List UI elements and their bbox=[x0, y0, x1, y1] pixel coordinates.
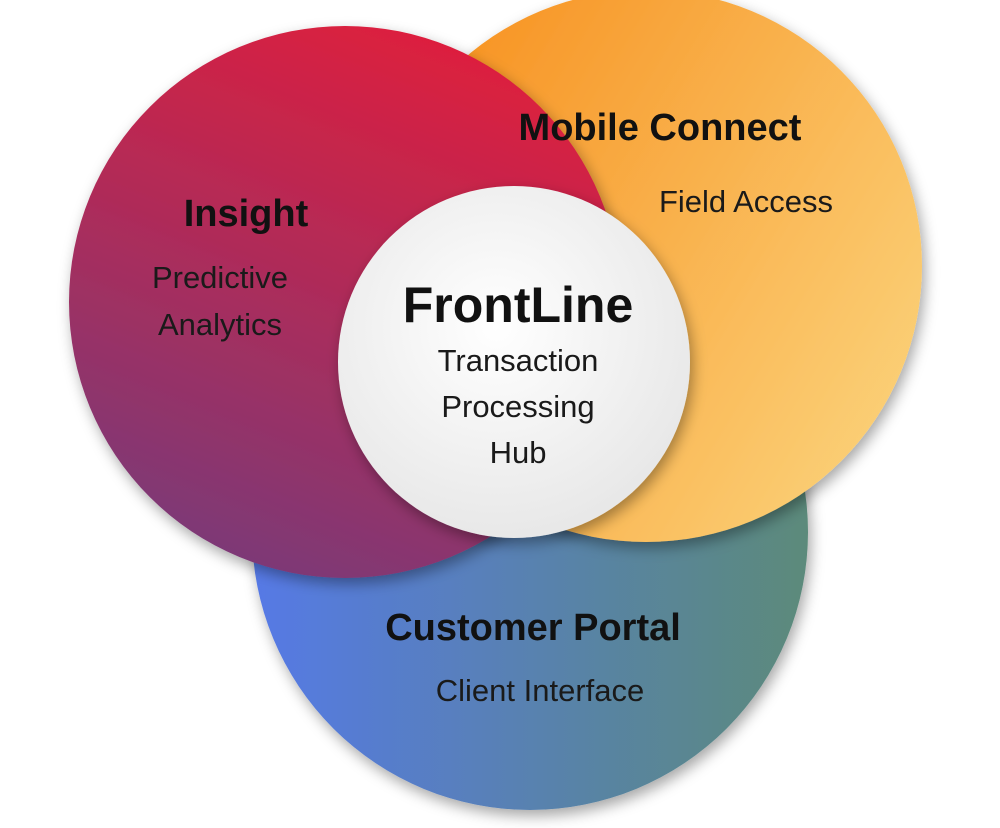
insight-line-1: Predictive bbox=[152, 260, 288, 295]
frontline-line-3: Hub bbox=[490, 435, 547, 470]
customer-portal-title: Customer Portal bbox=[385, 607, 681, 649]
insight-title: Insight bbox=[184, 193, 309, 235]
mobile-connect-title: Mobile Connect bbox=[519, 107, 802, 149]
customer-portal-line-1: Client Interface bbox=[436, 673, 645, 708]
frontline-title: FrontLine bbox=[403, 277, 634, 333]
mobile-connect-line-1: Field Access bbox=[659, 184, 833, 219]
insight-line-2: Analytics bbox=[158, 307, 282, 342]
frontline-line-1: Transaction bbox=[438, 343, 599, 378]
frontline-center-circle bbox=[338, 186, 690, 538]
frontline-line-2: Processing bbox=[441, 389, 594, 424]
